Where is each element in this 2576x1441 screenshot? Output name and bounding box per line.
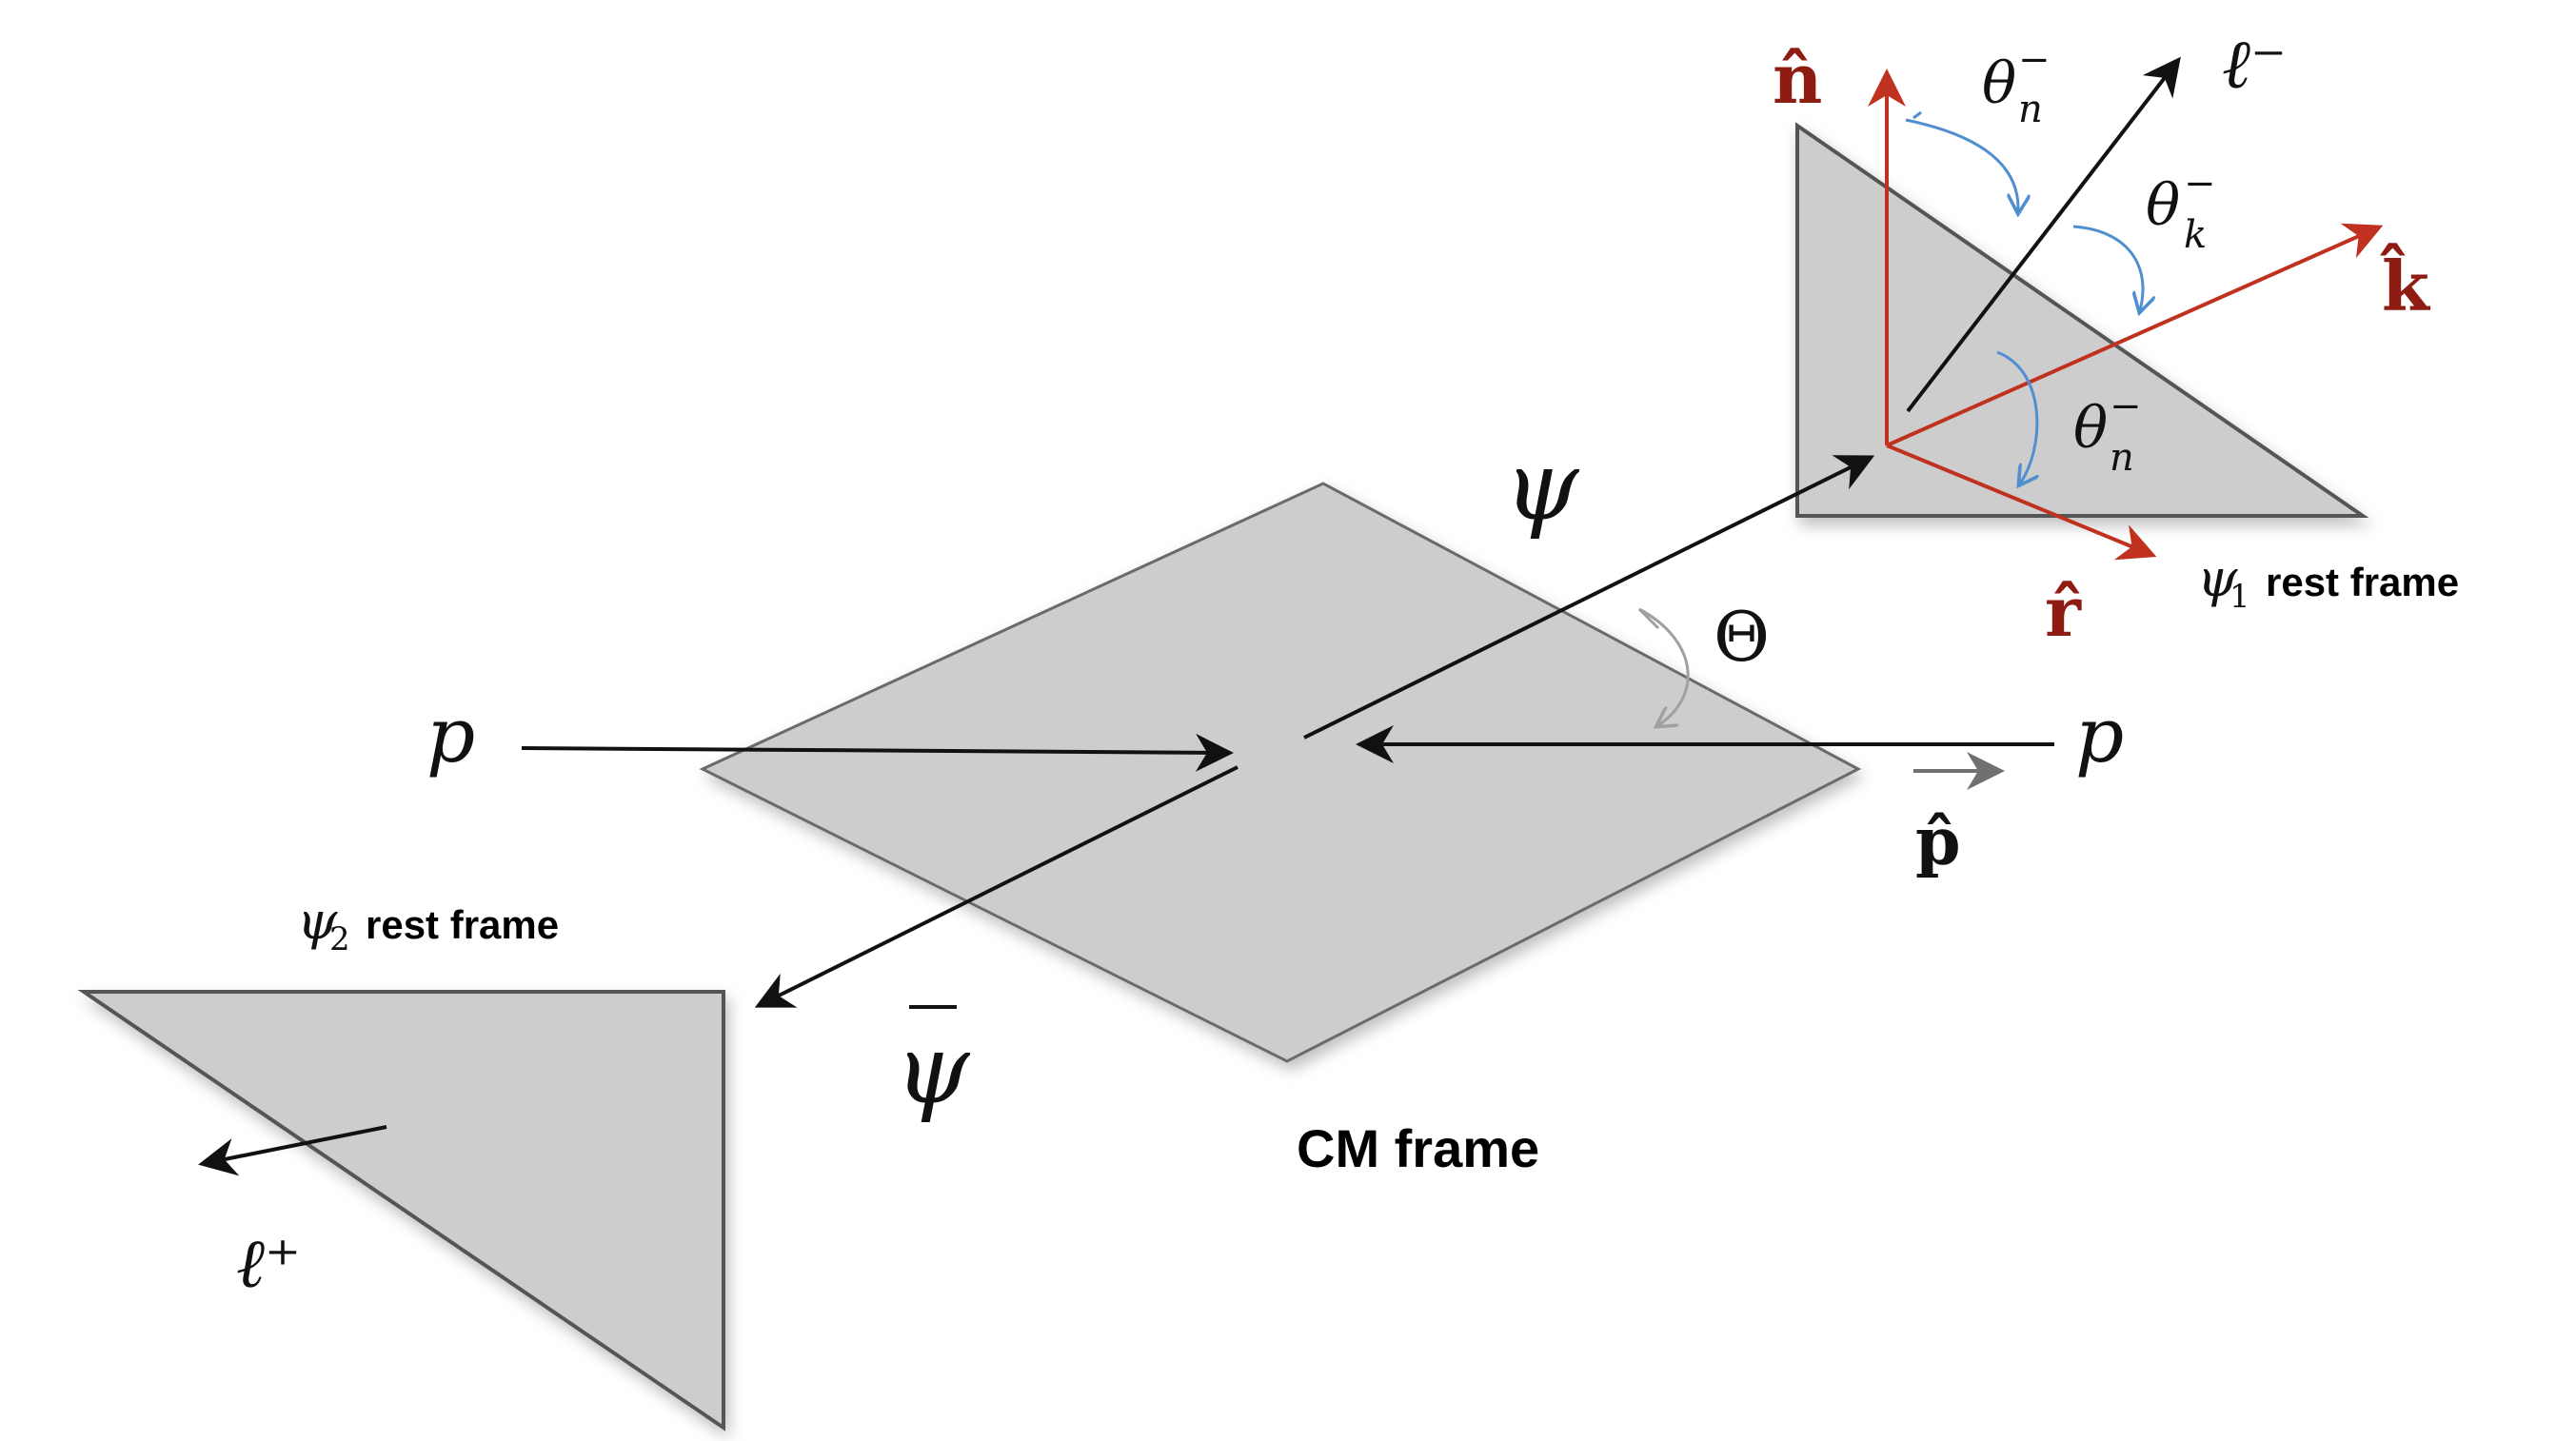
svg-text:−: −	[2018, 38, 2051, 82]
theta-n-upper-arc	[1905, 118, 2018, 211]
r-hat-axis	[1886, 444, 2157, 561]
svg-text:θ: θ	[2073, 395, 2108, 462]
k-hat-axis	[1886, 223, 2384, 447]
r-hat-label: r̂	[2045, 571, 2082, 652]
lepton-minus-arrow	[1906, 56, 2181, 413]
svg-text:2: 2	[329, 920, 350, 958]
cm-frame-label: CM frame	[1297, 1118, 1539, 1178]
psi2-rest-frame-plane	[77, 990, 725, 1431]
svg-text:θ: θ	[1982, 50, 2016, 117]
beam-arrow-left	[521, 733, 1234, 772]
psi-momentum-arrow	[1303, 455, 1875, 740]
theta-k-label: θ − k	[2146, 162, 2216, 257]
p-hat-label: p̂	[1915, 804, 1961, 880]
k-hat-label: k̂	[2379, 242, 2431, 326]
psi2-rest-frame-label: ψ 2 rest frame	[297, 891, 559, 958]
svg-text:n: n	[2110, 436, 2134, 480]
svg-text:rest frame: rest frame	[366, 902, 559, 947]
svg-text:ψ: ψ	[297, 891, 338, 951]
p-left-label: p	[426, 691, 475, 780]
lepton-minus-label: ℓ⁻	[2222, 24, 2287, 104]
svg-text:ψ: ψ	[895, 1014, 971, 1125]
lepton-plus-arrow	[198, 1125, 387, 1176]
svg-text:−: −	[2110, 385, 2142, 428]
cm-frame-plane	[699, 482, 1862, 1063]
theta-n-lower-arc	[1996, 350, 2037, 484]
psi-label: ψ	[1504, 430, 1580, 542]
psibar-momentum-arrow	[754, 765, 1238, 1008]
svg-text:θ: θ	[2146, 172, 2180, 239]
p-right-label: p	[2075, 691, 2124, 780]
svg-text:−: −	[2184, 162, 2216, 206]
svg-text:rest frame: rest frame	[2266, 560, 2459, 604]
theta-n-upper-label: θ − n	[1982, 38, 2051, 131]
capital-theta-label: Θ	[1714, 597, 1770, 677]
capital-theta-angle-arc	[1638, 607, 1690, 725]
n-hat-label: n̂	[1773, 38, 1822, 119]
lepton-plus-label: ℓ⁺	[236, 1223, 301, 1303]
theta-n-lower-label: θ − n	[2073, 385, 2142, 480]
psi1-rest-frame-label: ψ 1 rest frame	[2197, 548, 2459, 616]
svg-text:1: 1	[2229, 578, 2250, 616]
svg-text:ψ: ψ	[2197, 548, 2238, 608]
theta-k-arc	[2072, 225, 2143, 310]
svg-text:n: n	[2018, 88, 2043, 131]
svg-text:k: k	[2184, 213, 2207, 257]
psi1-rest-frame-plane	[1795, 122, 2369, 518]
psibar-label: ψ	[895, 1005, 971, 1125]
